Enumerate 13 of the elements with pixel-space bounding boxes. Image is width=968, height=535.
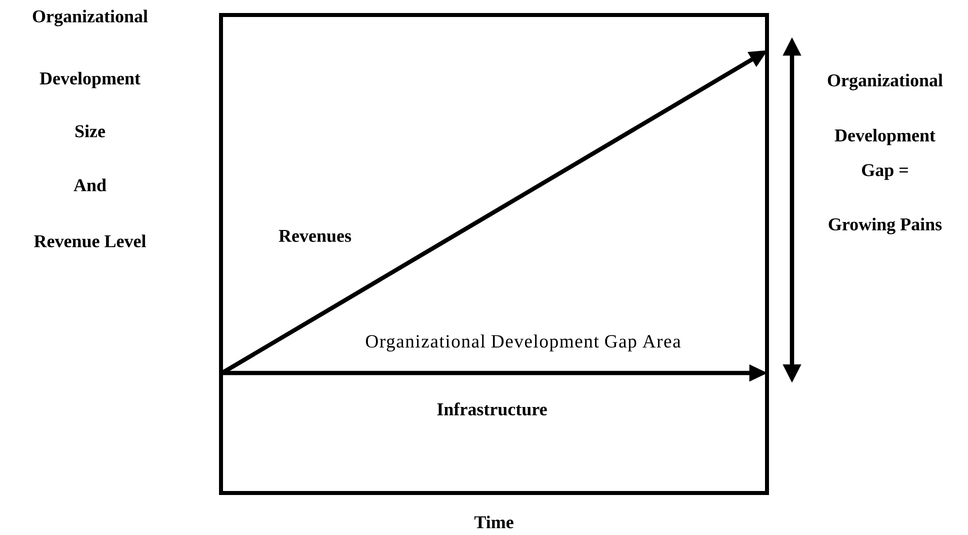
axis-label: Organizational — [32, 10, 148, 26]
axis-label: And — [74, 178, 106, 192]
area-label: Organizational Development Gap Area — [366, 334, 681, 352]
gap-label: Growing Pains — [828, 218, 942, 234]
axis-label: Size — [75, 124, 106, 138]
axis-label: Revenue Level — [34, 234, 146, 248]
line-label: Infrastructure — [437, 402, 547, 416]
gap-label: Organizational — [828, 74, 943, 90]
gap-label: Gap = — [862, 164, 908, 180]
axis-label: Time — [474, 516, 514, 528]
axis-label: Development — [40, 72, 140, 88]
gap-label: Development — [834, 128, 936, 146]
line-label: Revenues — [278, 230, 352, 242]
